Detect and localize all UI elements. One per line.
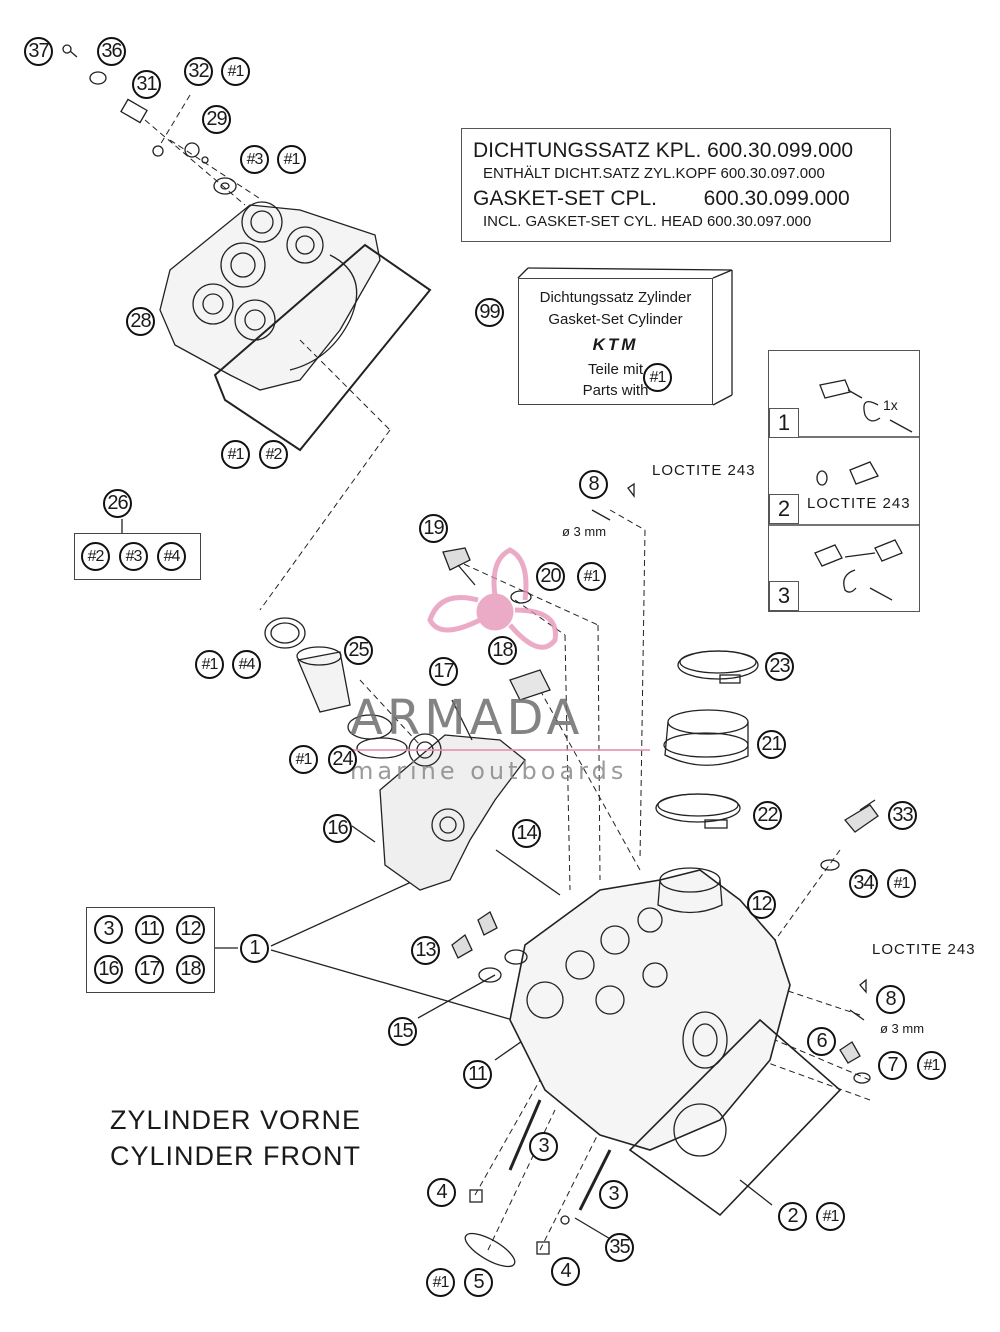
watermark-brand: ARMADA — [350, 690, 584, 746]
gasket-kit-box: Dichtungssatz Zylinder Gasket-Set Cylind… — [518, 278, 713, 405]
assembly-steps-box: 1 2 3 1x LOCTITE 243 — [768, 350, 920, 612]
camshaft-carrier-part — [379, 734, 526, 891]
callout-7: 7 — [878, 1051, 907, 1080]
callout-8-upper: 8 — [579, 470, 608, 499]
kit-line-2: Gasket-Set Cylinder — [548, 311, 683, 328]
callout-2: 2 — [778, 1202, 807, 1231]
callout-12: 12 — [747, 890, 776, 919]
hole-size-upper: ø 3 mm — [562, 524, 607, 539]
kit-line-1: Dichtungssatz Zylinder — [539, 289, 692, 306]
callout-13: 13 — [411, 936, 440, 965]
callout-8-lower: 8 — [876, 985, 905, 1014]
bucket-tappet-part — [297, 651, 351, 713]
callout-32-ref: #1 — [221, 57, 250, 86]
callout-37: 37 — [24, 37, 53, 66]
callout-24-ref: #1 — [289, 745, 318, 774]
group-1-ref-17: 17 — [135, 955, 164, 984]
callout-kit-ref: #1 — [643, 363, 672, 392]
step-3: 3 — [769, 581, 799, 611]
group-1-ref-12: 12 — [176, 915, 205, 944]
step-1: 1 — [769, 408, 799, 438]
watermark-propeller — [427, 547, 558, 650]
callout-2-ref: #1 — [816, 1202, 845, 1231]
gasket-line-1: DICHTUNGSSATZ KPL. 600.30.099.000 — [473, 139, 854, 162]
callout-1: 1 — [240, 934, 269, 963]
callout-14: 14 — [512, 819, 541, 848]
callout-99: 99 — [475, 298, 504, 327]
group-1-ref-3: 3 — [94, 915, 123, 944]
callout-7-ref: #1 — [917, 1051, 946, 1080]
callout-21: 21 — [757, 730, 786, 759]
group-26-ref-3: #4 — [157, 542, 186, 571]
callout-25: 25 — [344, 636, 373, 665]
callout-36: 36 — [97, 37, 126, 66]
callout-34-ref: #1 — [887, 869, 916, 898]
step-1-note: 1x — [883, 397, 898, 413]
ktm-logo: KTM — [592, 335, 639, 354]
gasket-set-info-box: DICHTUNGSSATZ KPL. 600.30.099.000 ENTHÄL… — [461, 128, 891, 242]
valve-cover-part — [159, 204, 381, 391]
callout-4-right: 4 — [551, 1257, 580, 1286]
group-1-ref-18: 18 — [176, 955, 205, 984]
callout-20-ref: #1 — [577, 562, 606, 591]
loctite-label-lower: LOCTITE 243 — [872, 941, 976, 958]
cylinder-head-part — [509, 869, 791, 1151]
callout-4-left: 4 — [427, 1178, 456, 1207]
kit-line-3: Teile mit — [587, 361, 643, 378]
callout-35: 35 — [605, 1233, 634, 1262]
group-26-ref-2: #3 — [119, 542, 148, 571]
callout-5-ref: #1 — [426, 1268, 455, 1297]
watermark-tagline: marine outboards — [350, 757, 628, 785]
callout-24: 24 — [328, 745, 357, 774]
callout-33: 33 — [888, 801, 917, 830]
callout-19: 19 — [419, 514, 448, 543]
callout-20: 20 — [536, 562, 565, 591]
callout-15: 15 — [388, 1017, 417, 1046]
callout-3-upper: 3 — [529, 1132, 558, 1161]
callout-11: 11 — [463, 1060, 492, 1089]
group-1-ref-16: 16 — [94, 955, 123, 984]
callout-32: 32 — [184, 57, 213, 86]
callout-23: 23 — [765, 652, 794, 681]
gasket-line-2: ENTHÄLT DICHT.SATZ ZYL.KOPF 600.30.097.0… — [483, 165, 825, 182]
title-english: CYLINDER FRONT — [110, 1141, 362, 1171]
callout-22: 22 — [753, 801, 782, 830]
kit-line-4: Parts with — [582, 382, 649, 399]
title-german: ZYLINDER VORNE — [110, 1105, 362, 1135]
group-26-box: #2 #3 #4 — [74, 533, 201, 580]
callout-25-ref-1: #1 — [195, 650, 224, 679]
callout-31: 31 — [132, 70, 161, 99]
group-1-box: 3 11 12 16 17 18 — [86, 907, 215, 993]
callout-ref-3: #3 — [240, 145, 269, 174]
gasket-line-3: GASKET-SET CPL. 600.30.099.000 — [473, 187, 850, 210]
callout-34: 34 — [849, 869, 878, 898]
callout-29: 29 — [202, 105, 231, 134]
callout-16: 16 — [323, 814, 352, 843]
head-gasket-part — [628, 1018, 842, 1217]
step-2-loctite: LOCTITE 243 — [807, 495, 911, 512]
group-26-ref-1: #2 — [81, 542, 110, 571]
callout-17: 17 — [429, 657, 458, 686]
callout-18: 18 — [488, 636, 517, 665]
callout-6: 6 — [807, 1027, 836, 1056]
callout-28: 28 — [126, 307, 155, 336]
valve-cover-gasket-part — [213, 243, 432, 452]
loctite-label-upper: LOCTITE 243 — [652, 462, 756, 479]
group-1-ref-11: 11 — [135, 915, 164, 944]
callout-25-ref-4: #4 — [232, 650, 261, 679]
callout-26: 26 — [103, 489, 132, 518]
callout-3-lower: 3 — [599, 1180, 628, 1209]
gasket-line-4: INCL. GASKET-SET CYL. HEAD 600.30.097.00… — [483, 213, 812, 230]
callout-gasket-ref-2: #2 — [259, 440, 288, 469]
step-2: 2 — [769, 494, 799, 524]
callout-5: 5 — [464, 1268, 493, 1297]
callout-gasket-ref-1: #1 — [221, 440, 250, 469]
callout-ref-3-1: #1 — [277, 145, 306, 174]
hole-size-lower: ø 3 mm — [880, 1021, 925, 1036]
